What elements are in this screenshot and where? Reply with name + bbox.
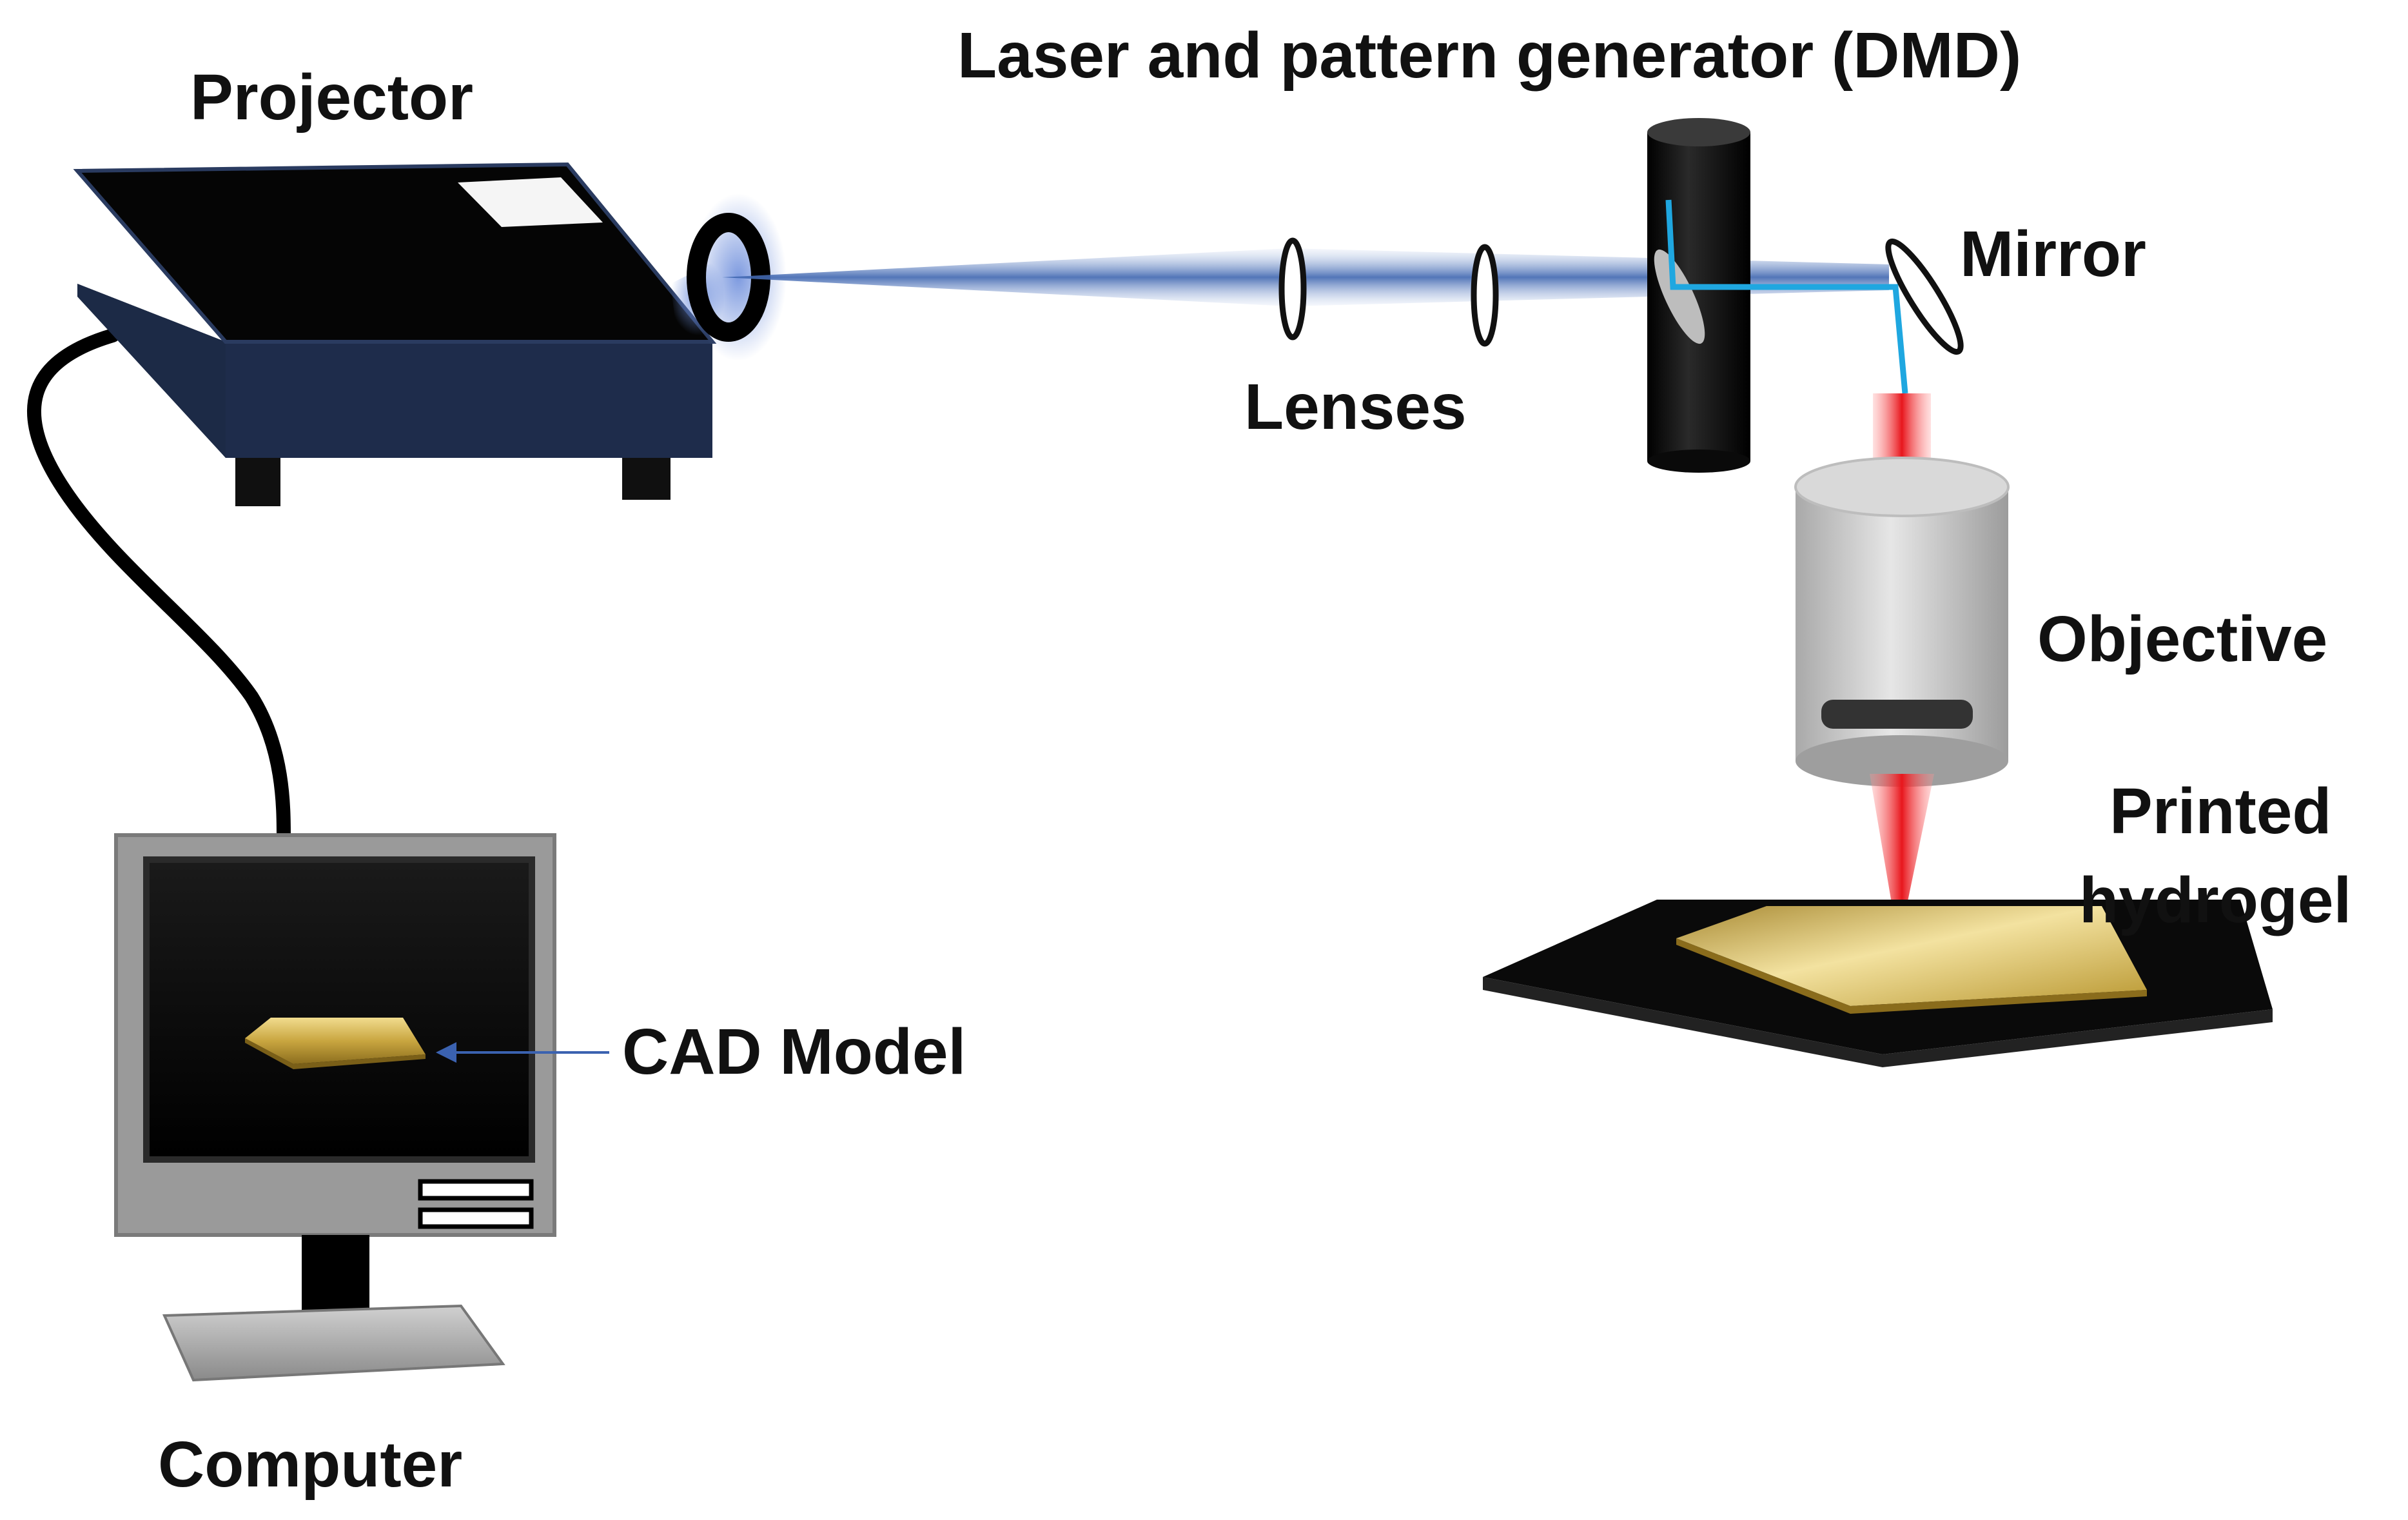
dmd-cylinder-icon [1647,118,1750,473]
printed-hydrogel-label-line1: Printed [2109,775,2331,847]
projector-icon [73,162,725,506]
printed-hydrogel-label-line2: hydrogel [2079,864,2351,936]
laser-beam-focused [1870,774,1934,945]
objective-icon [1794,457,2010,787]
lenses-label: Lenses [1244,371,1467,443]
computer-icon [114,833,556,1382]
cad-model-label: CAD Model [622,1016,966,1088]
mirror-icon [1885,238,1964,355]
printed-hydrogel [1676,906,2147,1014]
computer-label: Computer [158,1428,462,1501]
lens-icon [1471,244,1499,347]
objective-label: Objective [2037,603,2327,675]
reflected-beam [1665,199,1908,394]
laser-dmd-label: Laser and pattern generator (DMD) [957,19,2021,92]
cable-icon [26,328,291,845]
mirror-label: Mirror [1960,218,2146,290]
projector-label: Projector [190,61,473,133]
cad-model-shape [245,1018,426,1069]
lens-icon [1278,237,1307,341]
